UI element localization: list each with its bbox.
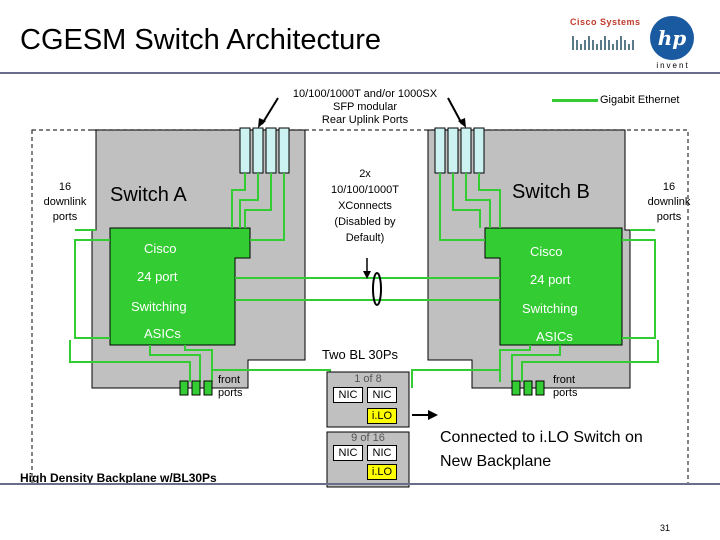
blade-1-nic-2: NIC: [367, 387, 397, 403]
uplink-port: [447, 127, 459, 174]
uplink-arrow-a: [261, 97, 279, 125]
right-downlink-traces: [622, 229, 656, 339]
footer-divider: [0, 483, 720, 485]
blade-1-nic-1: NIC: [333, 387, 363, 403]
downlink-left-2: downlink: [43, 196, 87, 208]
xconnect-label-1: 2x: [359, 168, 371, 180]
connected-ilo-line-1: Connected to i.LO Switch on: [440, 429, 643, 446]
blade-2-nic-1: NIC: [333, 445, 363, 461]
uplink-port: [265, 127, 277, 174]
blade-2-nic-2: NIC: [367, 445, 397, 461]
blade-2-ilo: i.LO: [367, 464, 397, 480]
right-front-ports: [511, 380, 545, 396]
xconnect-label-3: XConnects: [338, 200, 392, 212]
uplink-port: [473, 127, 485, 174]
front-ports-right-2: ports: [553, 387, 578, 399]
switch-a-asic: [109, 227, 251, 346]
blade-1-label: 1 of 8: [354, 373, 382, 385]
front-ports-left-1: front: [218, 374, 241, 386]
header-divider: [0, 72, 720, 74]
uplink-label-1: 10/100/1000T and/or 1000SX: [292, 88, 438, 100]
switch-b-name: Switch B: [512, 181, 590, 203]
cisco-logo: [570, 32, 636, 52]
hp-logo-text: hp: [658, 26, 687, 50]
xconnect-label-2: 10/100/1000T: [331, 184, 399, 196]
backplane-label: High Density Backplane w/BL30Ps: [20, 471, 217, 485]
legend-swatch: [552, 99, 598, 102]
downlink-right-1: 16: [662, 181, 676, 193]
front-ports-left-2: ports: [218, 387, 243, 399]
switch-a-uplink-traces: [231, 173, 285, 241]
switch-b-asic: [484, 227, 623, 346]
switch-a-asic-line-4: ASICs: [144, 326, 181, 341]
legend-label: Gigabit Ethernet: [600, 94, 680, 106]
page-number: 31: [660, 523, 671, 533]
uplink-port: [239, 127, 251, 174]
left-front-ports: [179, 380, 213, 396]
switch-b-asic-line-4: ASICs: [536, 329, 573, 344]
uplink-label-3: Rear Uplink Ports: [321, 114, 409, 126]
blade-1-ilo: i.LO: [367, 408, 397, 424]
uplink-label-2: SFP modular: [333, 101, 397, 113]
xconnect-label-4: (Disabled by: [334, 216, 396, 228]
xconnect-label-5: Default): [345, 232, 385, 244]
blade-2-label: 9 of 16: [351, 432, 385, 444]
switch-a-asic-line-1: Cisco: [144, 241, 177, 256]
uplink-port: [434, 127, 446, 174]
front-ports-right-1: front: [553, 374, 576, 386]
switch-b-asic-line-1: Cisco: [530, 244, 563, 259]
hp-logo: hp: [648, 14, 696, 62]
switch-a-name: Switch A: [110, 184, 187, 206]
downlink-right-2: downlink: [647, 196, 691, 208]
downlink-left-1: 16: [58, 181, 72, 193]
switch-b-asic-line-3: Switching: [522, 301, 578, 316]
uplink-port: [252, 127, 264, 174]
two-blades-label: Two BL 30Ps: [321, 347, 399, 362]
switch-a-asic-line-3: Switching: [131, 299, 187, 314]
switch-a-asic-line-2: 24 port: [137, 269, 178, 284]
connected-ilo-line-2: New Backplane: [440, 453, 552, 470]
uplink-arrow-b: [447, 97, 463, 125]
downlink-left-3: ports: [52, 211, 78, 223]
uplink-port: [460, 127, 472, 174]
xconnect-disabled-marker: [372, 272, 382, 306]
switch-b-uplink-traces: [439, 173, 501, 241]
left-downlink-traces: [74, 229, 110, 339]
switch-b-blade-traces: [411, 340, 659, 388]
uplink-port: [278, 127, 290, 174]
hp-tagline: invent: [656, 61, 690, 70]
switch-b-asic-line-2: 24 port: [530, 272, 571, 287]
page-title: CGESM Switch Architecture: [20, 24, 381, 56]
switch-b-uplink-ports: [434, 127, 485, 174]
downlink-right-3: ports: [656, 211, 682, 223]
cisco-logo-text: Cisco Systems: [570, 17, 641, 27]
